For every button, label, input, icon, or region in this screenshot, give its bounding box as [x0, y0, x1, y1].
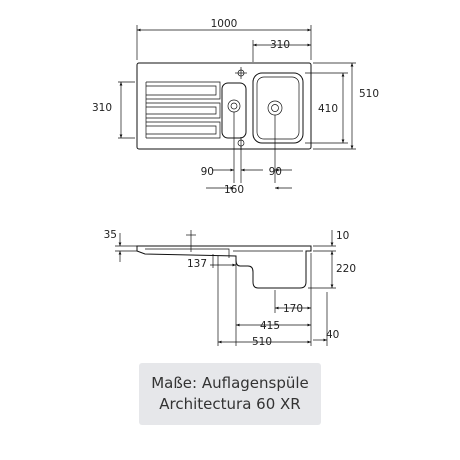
- top-view: 1000 310 310 410 510 90 90 160: [92, 18, 379, 196]
- drainer-ribs: [145, 81, 221, 139]
- dim-rim: 35: [104, 229, 117, 241]
- caption-line-2: Architectura 60 XR: [159, 395, 301, 413]
- dim-bowl-depth-side: 220: [336, 263, 356, 275]
- small-bowl-drain: [227, 99, 241, 113]
- caption-line-1: Maße: Auflagenspüle: [151, 374, 309, 392]
- dim-bowl-width: 310: [270, 39, 290, 51]
- dim-drain-spacing: 160: [224, 184, 244, 196]
- sink-profile: [136, 245, 312, 289]
- main-bowl-drain: [267, 100, 283, 116]
- dim-total-depth: 510: [359, 88, 379, 100]
- main-bowl: [252, 72, 304, 144]
- dim-bowl-depth: 410: [318, 103, 338, 115]
- dim-total-width: 1000: [211, 18, 238, 30]
- side-view: 35 137 10 220 170 415 40 510: [104, 229, 356, 348]
- dim-top: 10: [336, 230, 349, 242]
- dim-drain-right: 90: [269, 166, 282, 178]
- dim-edge: 40: [326, 329, 339, 341]
- dim-drainer-depth: 137: [187, 258, 207, 270]
- dim-overall: 510: [252, 336, 272, 348]
- dim-bowl-offset: 415: [260, 320, 280, 332]
- sink-outline-top: [136, 62, 312, 150]
- caption-box: Maße: Auflagenspüle Architectura 60 XR: [139, 363, 321, 425]
- dim-depth-left: 310: [92, 102, 112, 114]
- dim-drain-left: 90: [201, 166, 214, 178]
- dim-outlet: 170: [283, 303, 303, 315]
